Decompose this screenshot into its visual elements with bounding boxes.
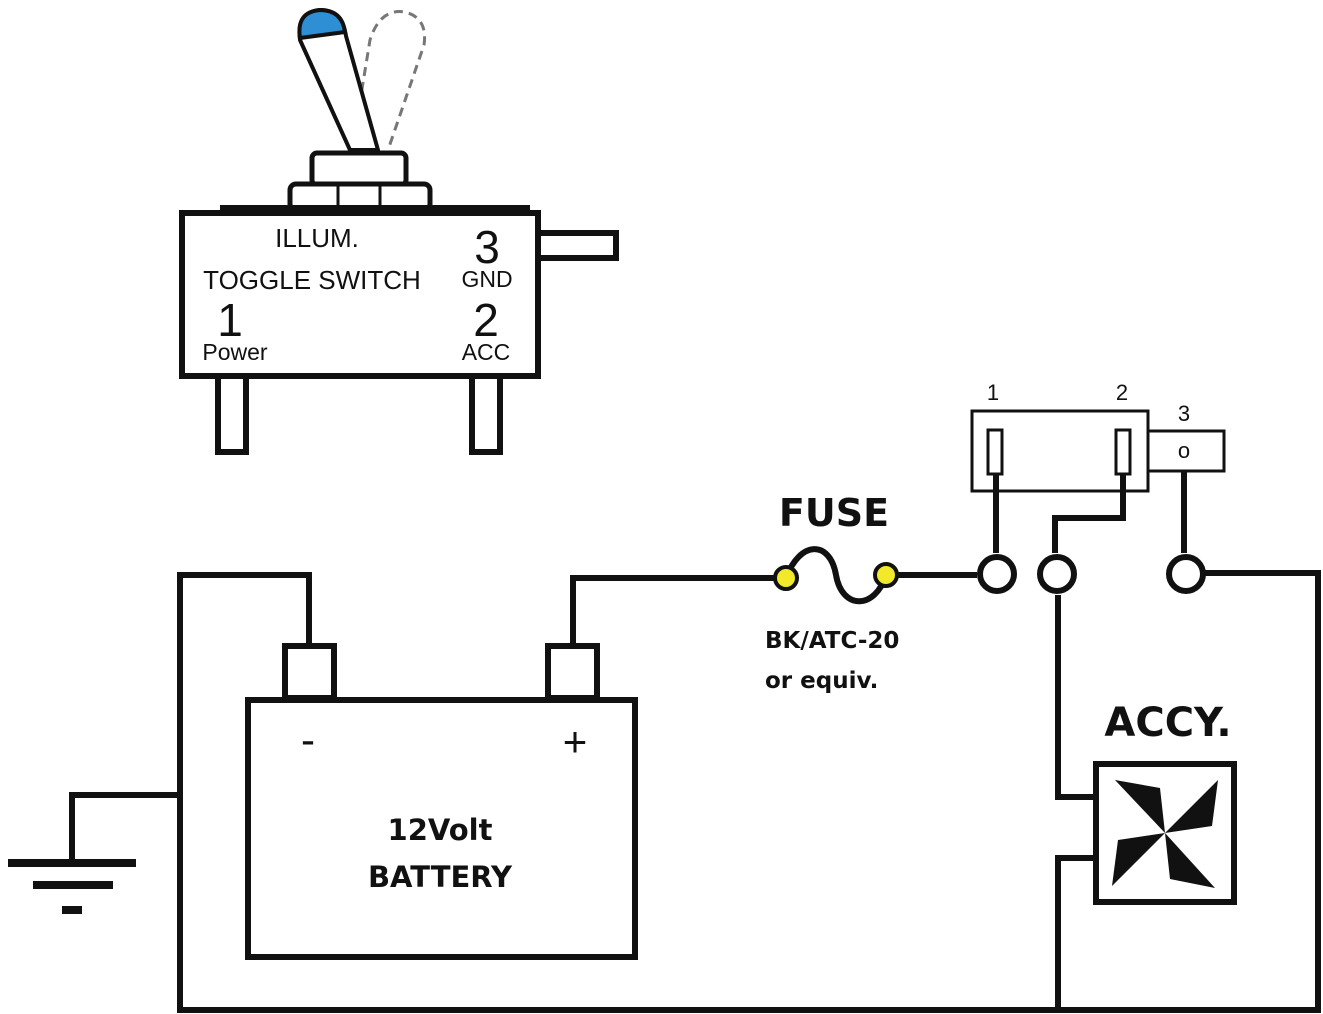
switch-schematic-pin3-marker: o xyxy=(1178,438,1190,463)
fan-icon xyxy=(1112,780,1218,888)
switch-schematic-pin1-number: 1 xyxy=(987,380,999,405)
battery-body xyxy=(245,697,638,960)
switch-terminals xyxy=(977,554,1206,594)
switch-schematic-pin2-number: 2 xyxy=(1116,380,1128,405)
toggle-pin1-label: Power xyxy=(202,339,268,365)
toggle-pin2-leg xyxy=(469,373,503,455)
toggle-pin1-leg xyxy=(215,373,249,455)
toggle-pin1-number: 1 xyxy=(217,294,243,346)
fuse-spec-line1: BK/ATC-20 xyxy=(765,628,899,654)
wire-switch-pin2 xyxy=(1052,474,1126,553)
wire-ground xyxy=(69,792,180,862)
wire-battery-negative xyxy=(177,570,1321,1013)
fuse-element xyxy=(783,546,889,605)
toggle-bushing xyxy=(309,150,409,188)
wiring xyxy=(69,471,1321,1013)
toggle-title-line1: ILLUM. xyxy=(275,223,359,253)
switch-schematic-pin3-number: 3 xyxy=(1178,401,1190,426)
switch-schematic-pin2 xyxy=(1114,428,1132,476)
battery-label-line2: BATTERY xyxy=(368,860,513,894)
toggle-switch-body xyxy=(179,210,541,379)
terminal-3 xyxy=(1166,554,1206,594)
terminal-2 xyxy=(1037,554,1077,594)
fuse-title: FUSE xyxy=(779,491,889,535)
toggle-pin2-label: ACC xyxy=(462,339,511,365)
battery-negative-symbol: - xyxy=(301,716,315,763)
accessory-label: ACCY. xyxy=(1104,700,1231,746)
battery: - + 12Volt BATTERY xyxy=(245,643,638,960)
toggle-pin3-label: GND xyxy=(461,266,512,292)
battery-label-line1: 12Volt xyxy=(388,813,493,847)
fuse: FUSE BK/ATC-20 or equiv. xyxy=(765,491,899,694)
wire-acc-return xyxy=(1055,855,1096,1010)
ground-icon xyxy=(8,859,136,914)
toggle-title-line2: TOGGLE SWITCH xyxy=(203,265,421,295)
switch-schematic-pin1 xyxy=(986,428,1004,476)
accessory: ACCY. xyxy=(1093,700,1237,905)
fuse-spec-line2: or equiv. xyxy=(765,668,878,694)
toggle-pin3-number: 3 xyxy=(474,221,500,273)
battery-positive-post xyxy=(545,643,600,701)
toggle-lever-tip xyxy=(297,8,347,40)
switch-schematic: 1 2 3 o xyxy=(970,380,1226,493)
toggle-lever-ghost xyxy=(350,10,427,151)
terminal-1 xyxy=(977,554,1017,594)
wire-acc-feed xyxy=(1055,595,1096,800)
battery-positive-symbol: + xyxy=(563,718,588,765)
fuse-terminal-left xyxy=(773,565,799,591)
fuse-terminal-right xyxy=(873,562,899,588)
toggle-switch-illustration: ILLUM. TOGGLE SWITCH 3 GND 1 Power 2 ACC xyxy=(179,8,619,455)
toggle-pin3-tab xyxy=(535,230,619,261)
battery-negative-post xyxy=(282,643,337,701)
toggle-pin2-number: 2 xyxy=(473,294,499,346)
wire-battery-positive xyxy=(570,575,786,646)
